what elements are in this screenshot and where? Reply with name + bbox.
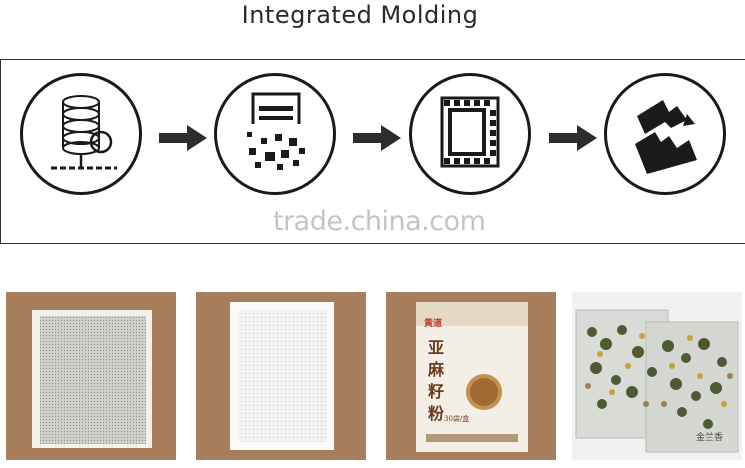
arrow-icon <box>159 125 207 151</box>
package-brand: 黄道 <box>424 319 443 329</box>
package-name-char-2: 麻 <box>428 360 445 379</box>
spool-icon <box>51 95 117 170</box>
package-spec: 30袋/盒 <box>444 415 470 423</box>
photo-herbal-sachets: 金兰香 <box>572 292 742 460</box>
film-seal-icon <box>440 96 500 168</box>
arrow-icon <box>353 125 401 151</box>
page-title: Integrated Molding <box>241 1 479 29</box>
arrow-icon <box>549 125 597 151</box>
package-name-char-4: 粉 <box>428 404 445 423</box>
process-panel <box>0 59 745 244</box>
step-2 <box>214 73 336 195</box>
photo-printed-package: 黄道 亚 麻 籽 粉 30袋/盒 <box>386 292 556 460</box>
cut-icon <box>635 100 697 174</box>
powder-fill-icon <box>247 92 305 170</box>
sachet-label: 金兰香 <box>696 433 724 443</box>
step-1 <box>20 73 142 195</box>
photo-white-sachet <box>196 292 366 460</box>
step-4 <box>604 73 726 195</box>
watermark: trade.china.com <box>273 206 486 237</box>
package-name-char-3: 籽 <box>428 382 445 401</box>
step-3 <box>409 73 531 195</box>
package-name-char-1: 亚 <box>428 338 445 357</box>
photo-filter-bag <box>6 292 176 460</box>
